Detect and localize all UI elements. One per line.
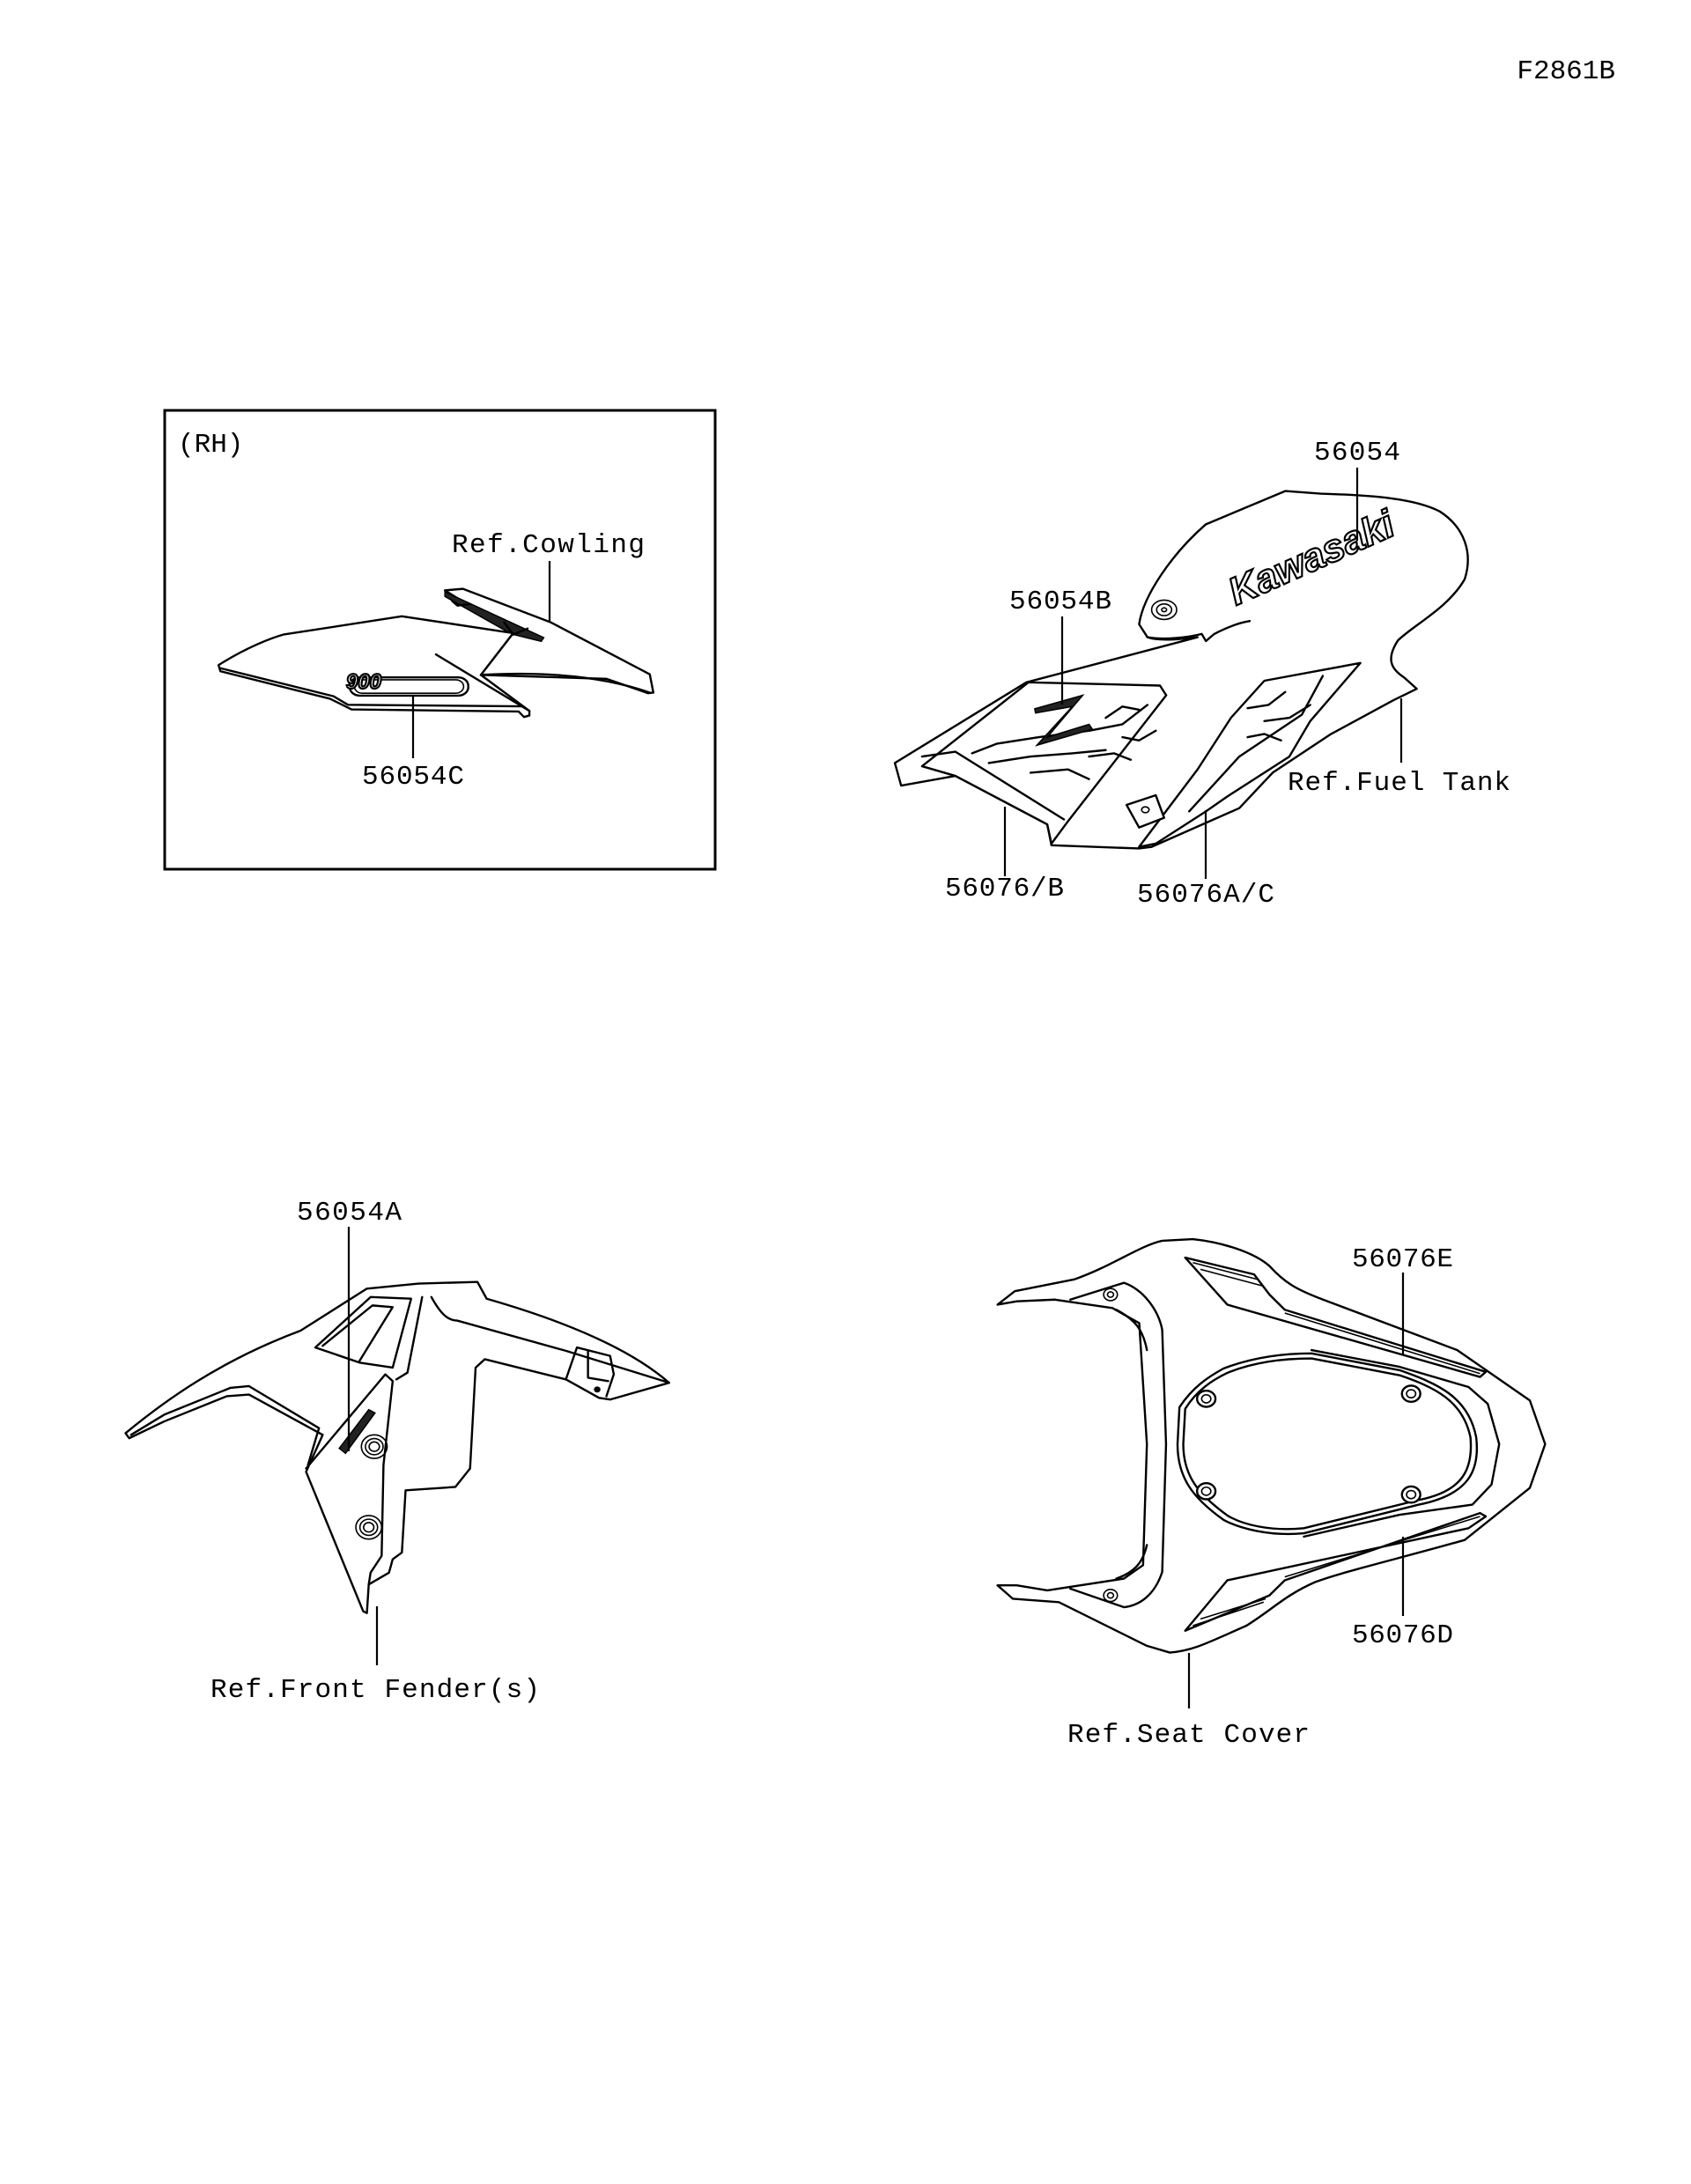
tank-cap-icon: [1152, 600, 1177, 619]
z-logo-icon: [1035, 695, 1092, 745]
cowling-badge-logo: 900: [346, 670, 382, 694]
seat-hole-icon: [1104, 1288, 1118, 1301]
ref-fuel-tank-label: Ref.Fuel Tank: [1288, 768, 1510, 799]
side-label-rh: (RH): [178, 430, 243, 461]
cowling-side-panel: [218, 616, 529, 717]
seat-outer-ring: [1303, 1350, 1499, 1537]
cowling-drawing: [218, 589, 654, 718]
part-number-56054B[interactable]: 56054B: [1009, 587, 1111, 617]
part-number-56054C[interactable]: 56054C: [362, 762, 464, 793]
seat-cover-drawing: [998, 1239, 1546, 1652]
part-number-56076E[interactable]: 56076E: [1352, 1244, 1453, 1275]
figure-id: F2861B: [1517, 56, 1615, 87]
front-fender-group: 56054A Ref.Front Fender(s): [126, 1198, 669, 1706]
seat-boss-icon: [1197, 1391, 1215, 1406]
decal-56076E-stripe: [1185, 1258, 1486, 1377]
tank-bracket: [1126, 795, 1164, 828]
fender-bolt-icon: [361, 1435, 387, 1458]
part-number-56076B[interactable]: 56076/B: [945, 874, 1064, 904]
decal-56076D-stripe: [1185, 1513, 1486, 1631]
part-number-56076D[interactable]: 56076D: [1352, 1620, 1453, 1651]
seat-cover-group: 56076E 56076D Ref.Seat Cover: [998, 1239, 1546, 1751]
seat-boss-icon: [1197, 1483, 1215, 1499]
ref-front-fender-label: Ref.Front Fender(s): [210, 1675, 540, 1706]
part-number-56054[interactable]: 56054: [1314, 438, 1400, 469]
fuel-tank-group: Kawasaki 56054 56054B Ref.Fuel Tank 5607…: [895, 438, 1510, 911]
front-fender-drawing: [126, 1282, 669, 1613]
ref-seat-cover-label: Ref.Seat Cover: [1067, 1720, 1310, 1751]
rh-cowling-inset: (RH) 900 Ref.Cowling 56054C: [163, 409, 717, 871]
left-tank-panel: [922, 682, 1166, 844]
seat-opening: [1178, 1354, 1477, 1534]
part-number-56076AC[interactable]: 56076A/C: [1137, 880, 1274, 911]
seat-hole-icon: [1104, 1590, 1118, 1602]
inset-frame: [163, 409, 717, 871]
cowling-900-badge: [350, 677, 469, 696]
fuel-tank-drawing: [895, 491, 1468, 849]
front-fender-outline: [126, 1282, 669, 1613]
ref-cowling-label: Ref.Cowling: [452, 530, 645, 561]
part-number-56054A[interactable]: 56054A: [297, 1198, 402, 1228]
fender-bolt-icon: [356, 1516, 381, 1539]
fender-bracket: [566, 1347, 614, 1396]
seat-boss-icon: [1402, 1487, 1421, 1502]
seat-boss-icon: [1402, 1385, 1421, 1401]
